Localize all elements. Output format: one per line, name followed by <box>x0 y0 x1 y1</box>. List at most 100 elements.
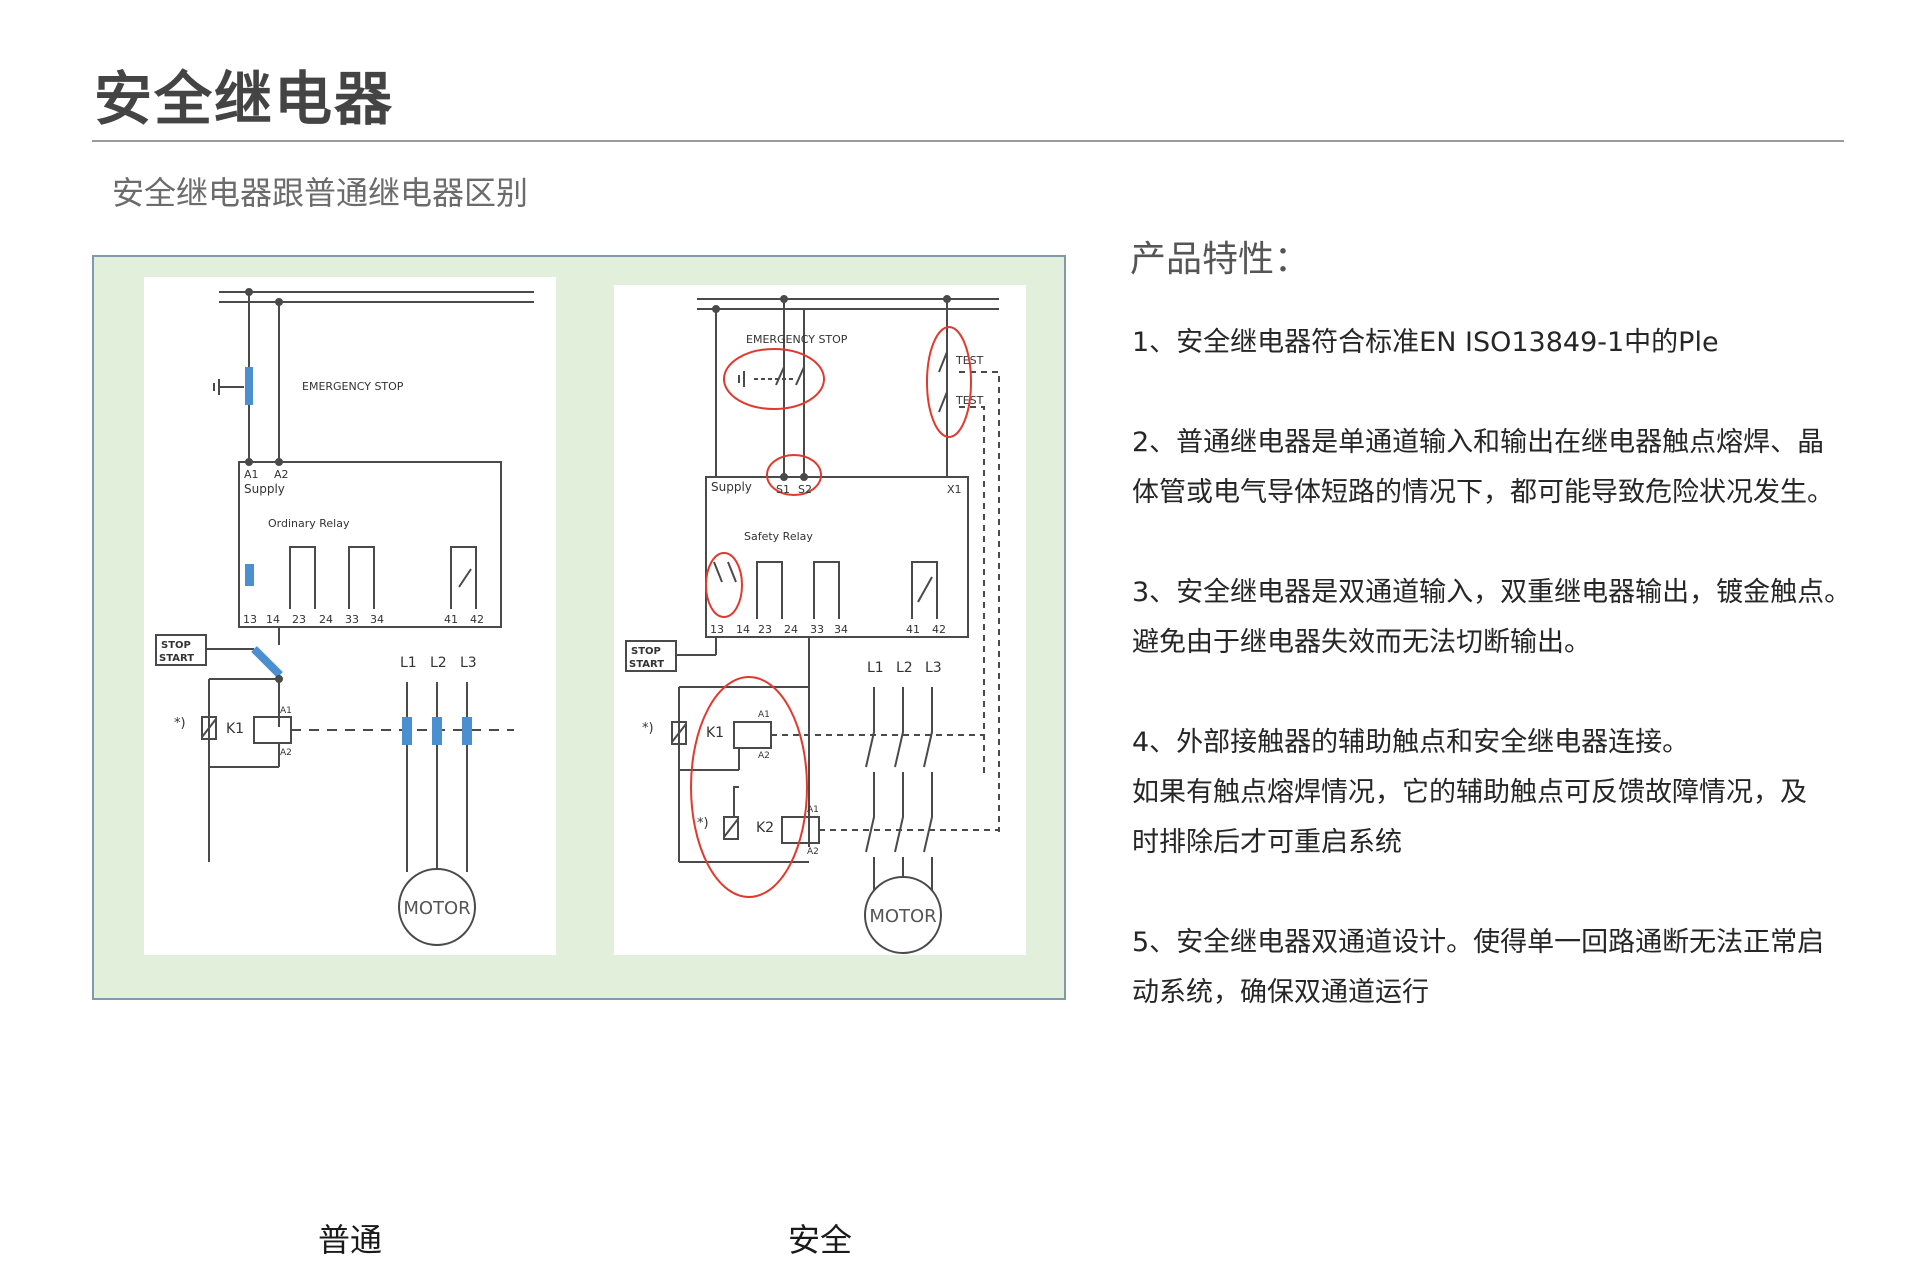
feature-text: 时排除后才可重启系统 <box>1132 827 1402 858</box>
ordinary-contact-33-34 <box>348 546 375 609</box>
feature-item: 4、外部接触器的辅助触点和安全继电器连接。 如果有触点熔焊情况，它的辅助触点可反… <box>1132 718 1892 868</box>
ordinary-diagram-bg <box>144 277 556 955</box>
safety-estop-label: EMERGENCY STOP <box>746 333 848 346</box>
safety-contact-41-42 <box>911 561 938 619</box>
ordinary-terminal <box>245 458 253 466</box>
feature-item: 3、安全继电器是双通道输入，双重继电器输出，镀金触点。 避免由于继电器失效而无法… <box>1132 568 1892 668</box>
safety-aux-coil-slash <box>723 818 739 838</box>
feature-item: 1、安全继电器符合标准EN ISO13849-1中的Ple <box>1132 318 1892 368</box>
page-subtitle: 安全继电器跟普通继电器区别 <box>112 174 529 212</box>
ordinary-terminal-a1: A1 <box>244 468 259 481</box>
safety-highlight-estop <box>723 348 825 410</box>
ordinary-aux-coil-slash <box>201 718 217 738</box>
safety-highlight-s1s2 <box>766 454 822 496</box>
feature-text: 5、安全继电器双通道设计。使得单一回路通断无法正常启 <box>1132 927 1825 958</box>
feature-item: 2、普通继电器是单通道输入和输出在继电器触点熔焊、晶 体管或电气导体短路的情况下… <box>1132 418 1892 518</box>
ordinary-terminal-23: 23 <box>292 613 306 626</box>
ordinary-caption: 普通 <box>317 1221 383 1259</box>
safety-terminal-42: 42 <box>932 623 946 636</box>
safety-aux-coil-2 <box>723 816 739 840</box>
ordinary-terminal-33: 33 <box>345 613 359 626</box>
safety-terminal-s1: S1 <box>776 483 790 496</box>
relay-comparison-diagram: EMERGENCY STOP A1 A2 Supply Ordinary Rel… <box>92 255 1066 1259</box>
ordinary-phase-l3: L3 <box>460 655 477 671</box>
ordinary-contact-23-24 <box>289 546 316 609</box>
safety-motor <box>864 876 942 954</box>
ordinary-relay-name: Ordinary Relay <box>268 517 350 530</box>
safety-terminal-34: 34 <box>834 623 848 636</box>
ordinary-main-contact <box>402 717 412 745</box>
feature-text: 2、普通继电器是单通道输入和输出在继电器触点熔焊、晶 <box>1132 427 1825 458</box>
ordinary-motor-label: MOTOR <box>403 898 470 919</box>
ordinary-estop-mushroom <box>213 379 220 395</box>
ordinary-aux-coil <box>201 716 217 740</box>
safety-estop-mushroom <box>738 371 745 387</box>
safety-contact-23-24 <box>756 561 783 619</box>
safety-caption: 安全 <box>787 1221 853 1259</box>
ordinary-estop-label: EMERGENCY STOP <box>302 380 404 393</box>
feature-text: 1、安全继电器符合标准EN ISO13849-1中的Ple <box>1132 327 1719 358</box>
ordinary-stop-label: STOP <box>161 640 191 651</box>
ordinary-coil-a1: A1 <box>280 706 292 716</box>
safety-coil-label-k2: K2 <box>756 820 774 836</box>
ordinary-start-button <box>251 646 283 678</box>
ordinary-phase-l2: L2 <box>430 655 447 671</box>
safety-stop-start-box <box>625 640 677 672</box>
safety-relay-box <box>705 476 969 638</box>
feature-text: 动系统，确保双通道运行 <box>1132 977 1429 1008</box>
safety-terminal-33: 33 <box>810 623 824 636</box>
ordinary-start-label: START <box>159 653 194 664</box>
ordinary-supply-label: Supply <box>244 482 285 496</box>
safety-highlight-test <box>926 326 972 438</box>
ordinary-terminal-41: 41 <box>444 613 458 626</box>
safety-relay-name: Safety Relay <box>744 530 813 543</box>
safety-terminal-14: 14 <box>736 623 750 636</box>
safety-contact-33-34 <box>813 561 840 619</box>
safety-coil-label-k1: K1 <box>706 725 724 741</box>
feature-text: 4、外部接触器的辅助触点和安全继电器连接。 <box>1132 727 1690 758</box>
safety-terminal-41: 41 <box>906 623 920 636</box>
safety-phase-l1: L1 <box>867 660 884 676</box>
safety-phase-l2: L2 <box>896 660 913 676</box>
features-list: 1、安全继电器符合标准EN ISO13849-1中的Ple 2、普通继电器是单通… <box>1132 318 1892 1068</box>
safety-coil-k1-a1: A1 <box>758 710 770 720</box>
safety-highlight-coils <box>690 676 808 898</box>
safety-test-contacts <box>938 351 948 413</box>
relay-circuit-svg: EMERGENCY STOP A1 A2 Supply Ordinary Rel… <box>144 277 1026 955</box>
features-heading: 产品特性： <box>1130 239 1311 280</box>
ordinary-main-contact <box>462 717 472 745</box>
safety-coil-k2-a1: A1 <box>807 805 819 815</box>
feature-text: 3、安全继电器是双通道输入，双重继电器输出，镀金触点。 <box>1132 577 1852 608</box>
ordinary-estop-contact <box>245 367 253 405</box>
safety-coil-note-2: *) <box>697 816 709 831</box>
safety-wire <box>733 786 739 817</box>
ordinary-stop-start-box <box>155 634 207 666</box>
ordinary-motor <box>398 868 476 946</box>
page-title: 安全继电器 <box>94 65 395 133</box>
ordinary-terminal-24: 24 <box>319 613 333 626</box>
ordinary-coil-label: K1 <box>226 721 244 737</box>
ordinary-relay-box <box>238 461 502 628</box>
ordinary-terminal-13: 13 <box>243 613 257 626</box>
ordinary-main-contact <box>432 717 442 745</box>
ordinary-contact-41-42 <box>450 546 477 609</box>
ordinary-terminal-34: 34 <box>370 613 384 626</box>
safety-contact-13-14 <box>713 561 737 583</box>
feature-text: 避免由于继电器失效而无法切断输出。 <box>1132 627 1591 658</box>
safety-aux-coil-slash <box>671 723 687 743</box>
ordinary-coil-note: *) <box>174 716 186 731</box>
title-divider <box>92 140 1844 142</box>
feature-text: 如果有触点熔焊情况，它的辅助触点可反馈故障情况，及 <box>1132 777 1807 808</box>
ordinary-terminal-42: 42 <box>470 613 484 626</box>
safety-phase-l3: L3 <box>925 660 942 676</box>
safety-diagram-bg <box>614 285 1026 955</box>
safety-terminal-24: 24 <box>784 623 798 636</box>
ordinary-phase-l1: L1 <box>400 655 417 671</box>
ordinary-coil-a2: A2 <box>280 748 292 758</box>
safety-aux-coil-1 <box>671 721 687 745</box>
safety-terminal-x1: X1 <box>947 483 962 496</box>
ordinary-terminal-a2: A2 <box>274 468 289 481</box>
safety-coil-k2-a2: A2 <box>807 847 819 857</box>
safety-start-label: START <box>629 659 664 670</box>
safety-contact-nc <box>917 576 933 603</box>
